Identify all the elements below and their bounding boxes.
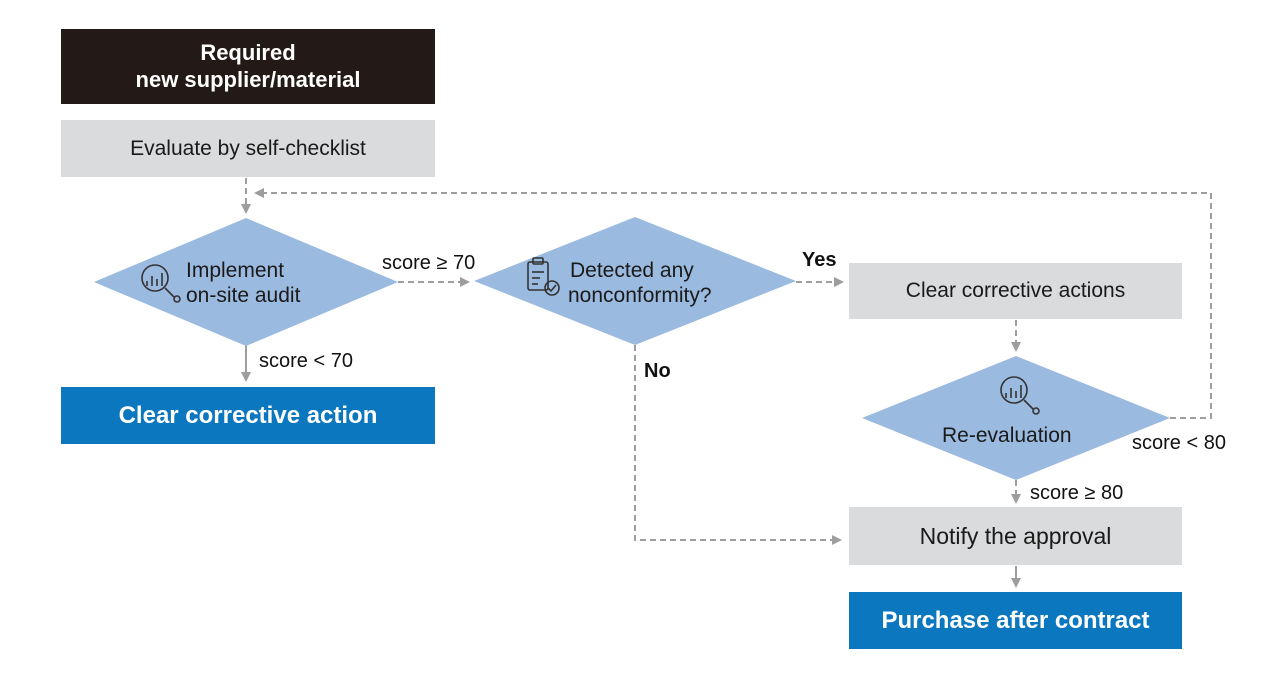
decision-nonconformity-diamond — [474, 217, 796, 345]
reeval-text: Re-evaluation — [942, 424, 1072, 447]
nonconformity-decision-text: Detected any nonconformity? — [568, 259, 712, 309]
start-box-line2: new supplier/material — [135, 66, 361, 92]
purchase-after-contract-label: Purchase after contract — [881, 606, 1150, 634]
edge-label-yes: Yes — [802, 249, 837, 271]
clear-corrective-actions-label: Clear corrective actions — [905, 279, 1126, 303]
notify-approval-box: Notify the approval — [849, 507, 1182, 565]
clipboard-check-icon — [527, 257, 560, 296]
start-box: Required new supplier/material — [61, 29, 435, 104]
edge-label-no: No — [644, 360, 671, 382]
edge-label-score-ge-80: score ≥ 80 — [1030, 482, 1124, 504]
edge-label-score-lt-80: score < 80 — [1132, 432, 1226, 454]
nonconformity-text-line1: Detected any — [570, 259, 694, 282]
edge-label-score-lt-70: score < 70 — [259, 350, 353, 372]
audit-text-line1: Implement — [186, 259, 285, 282]
notify-approval-label: Notify the approval — [919, 522, 1112, 549]
edge-label-score-ge-70: score ≥ 70 — [382, 252, 476, 274]
decision-audit-diamond — [94, 218, 398, 346]
purchase-after-contract-box: Purchase after contract — [849, 592, 1182, 649]
magnifier-chart-icon — [141, 264, 181, 303]
nonconformity-text-line2: nonconformity? — [568, 283, 712, 307]
magnifier-chart-icon — [1000, 376, 1040, 415]
connector-reeval-loop-back — [254, 188, 1212, 419]
clear-corrective-action-box: Clear corrective action — [61, 387, 435, 444]
reeval-decision-text: Re-evaluation — [942, 424, 1072, 449]
audit-decision-text: Implement on-site audit — [186, 259, 300, 309]
audit-text-line2: on-site audit — [186, 283, 301, 307]
start-box-line1: Required — [200, 39, 296, 65]
self-checklist-box: Evaluate by self-checklist — [61, 120, 435, 177]
clear-corrective-action-label: Clear corrective action — [118, 401, 378, 429]
decision-reeval-diamond — [862, 356, 1170, 480]
self-checklist-label: Evaluate by self-checklist — [130, 136, 366, 160]
clear-corrective-actions-box: Clear corrective actions — [849, 263, 1182, 319]
connector-no-to-notify — [634, 345, 842, 545]
